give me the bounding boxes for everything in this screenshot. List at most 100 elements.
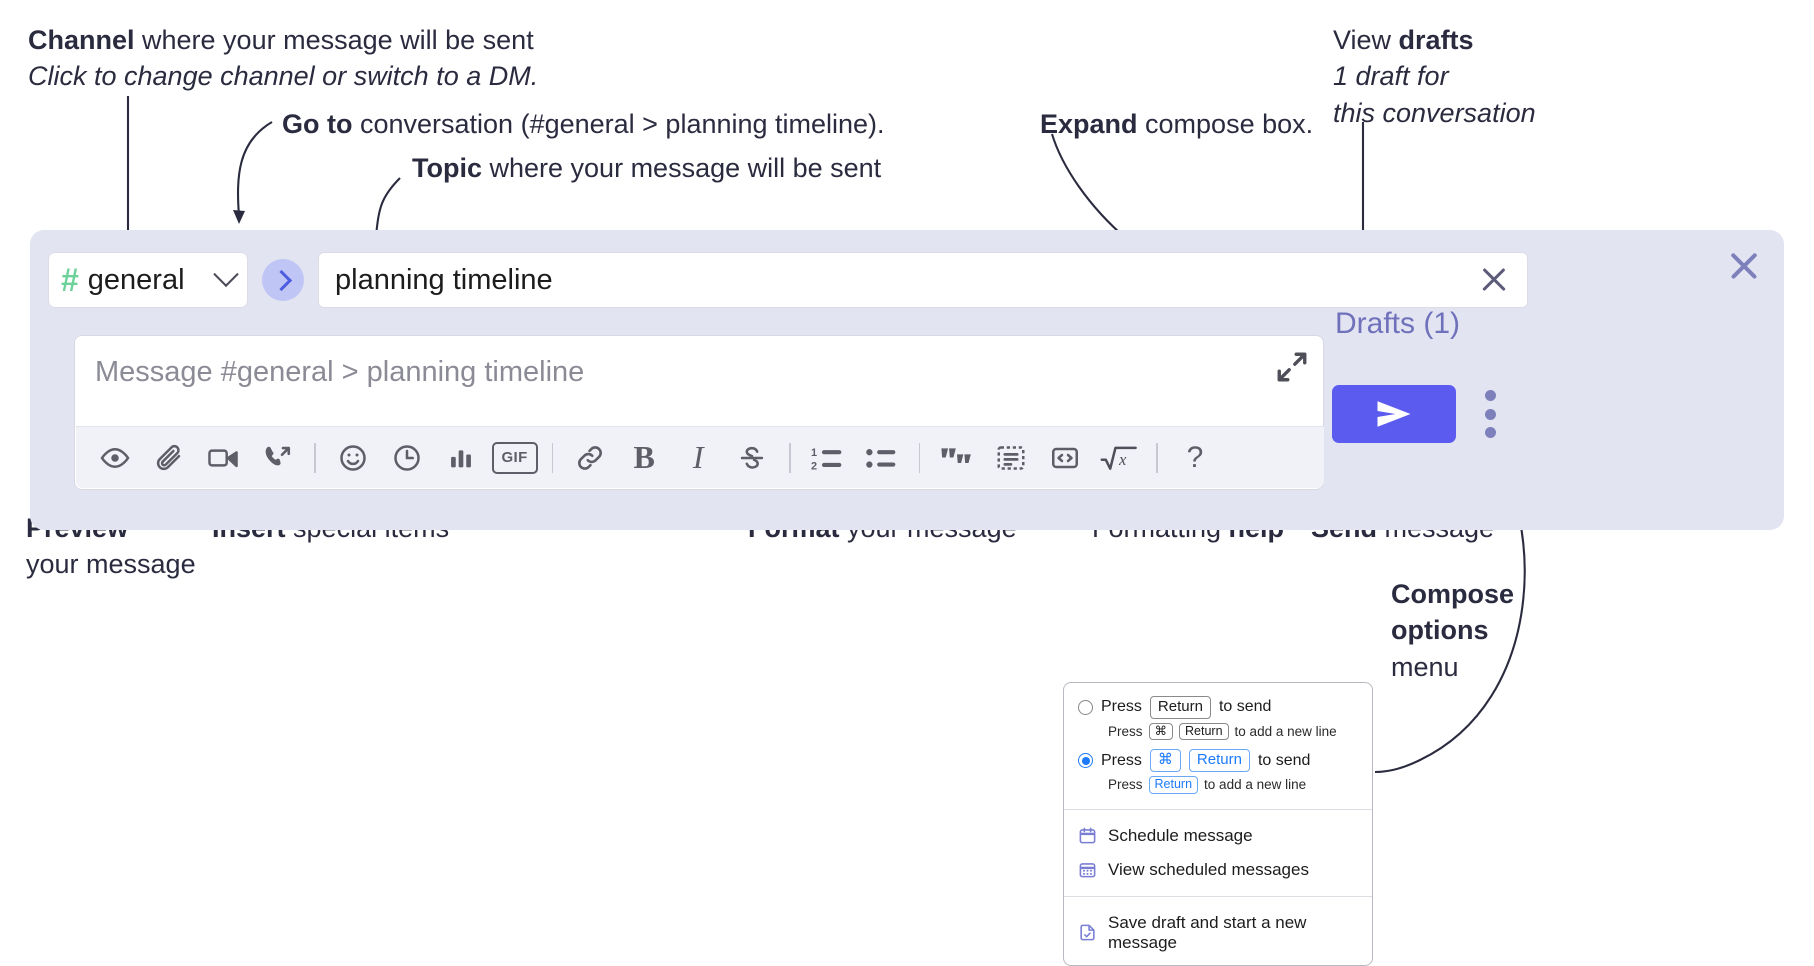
channel-name: general xyxy=(87,263,185,296)
channel-selector[interactable]: # general xyxy=(48,252,248,308)
italic-icon[interactable]: I xyxy=(671,436,725,480)
compose-options-menu: Press Return to send Press ⌘ Return to a… xyxy=(1063,682,1373,966)
kebab-dot xyxy=(1484,408,1496,420)
clear-topic-icon[interactable] xyxy=(1477,263,1511,297)
radio-cmd-return[interactable] xyxy=(1078,753,1093,769)
annotation-drafts-rest: View xyxy=(1333,25,1399,55)
send-option-cmd-return-sub: Press Return to add a new line xyxy=(1064,775,1372,800)
bold-label: B xyxy=(633,439,655,475)
drafts-link[interactable]: Drafts (1) xyxy=(1335,307,1461,340)
key-return: Return xyxy=(1149,696,1211,719)
key-cmd: ⌘ xyxy=(1148,722,1174,741)
annotation-drafts-sub1: 1 draft for xyxy=(1333,61,1449,92)
compose-widget: # general planning timeline Message #gen… xyxy=(30,230,1784,530)
svg-text:1: 1 xyxy=(811,447,817,459)
send-button[interactable] xyxy=(1332,385,1456,443)
compose-options-menu-button[interactable] xyxy=(1480,390,1500,438)
menu-item-label: Save draft and start a new message xyxy=(1108,912,1307,952)
formatting-help-icon[interactable]: ? xyxy=(1168,436,1222,480)
annotation-channel-sub: Click to change channel or switch to a D… xyxy=(28,61,539,92)
hash-icon: # xyxy=(61,262,79,298)
send-option-return-sub: Press ⌘ Return to add a new line xyxy=(1064,722,1372,747)
svg-text:x: x xyxy=(1118,450,1127,469)
option1-tail: to send xyxy=(1218,698,1272,716)
menu-item-label: Schedule message xyxy=(1108,825,1253,845)
code-block-icon[interactable] xyxy=(984,436,1038,480)
phone-arrow-icon[interactable] xyxy=(250,436,304,480)
menu-item-label: View scheduled messages xyxy=(1108,859,1309,879)
annotation-preview-sub: your message xyxy=(26,549,196,580)
menu-item-view-scheduled-messages[interactable]: View scheduled messages xyxy=(1064,853,1372,887)
attach-icon[interactable] xyxy=(142,436,196,480)
poll-icon[interactable] xyxy=(434,436,488,480)
expand-icon[interactable] xyxy=(1275,350,1309,384)
annotation-channel-rest: where your message will be sent xyxy=(134,25,534,55)
topic-input[interactable]: planning timeline xyxy=(318,252,1528,308)
menu-item-schedule-message[interactable]: Schedule message xyxy=(1064,819,1372,853)
send-option-cmd-return[interactable]: Press ⌘ Return to send xyxy=(1064,746,1372,775)
link-icon[interactable] xyxy=(563,436,617,480)
annotation-goto-bold: Go to xyxy=(282,109,353,139)
toolbar-divider xyxy=(918,442,921,473)
option2-sub-tail: to add a new line xyxy=(1204,777,1307,793)
option1-press: Press xyxy=(1101,698,1142,716)
help-label: ? xyxy=(1186,440,1204,474)
bulleted-list-icon[interactable] xyxy=(855,436,909,480)
gif-icon[interactable]: GIF xyxy=(488,436,542,480)
send-option-return[interactable]: Press Return to send xyxy=(1064,693,1372,722)
svg-text:2: 2 xyxy=(811,460,817,471)
annotation-drafts: View drafts 1 draft for this conversatio… xyxy=(1333,22,1536,131)
inline-code-icon[interactable] xyxy=(1038,436,1092,480)
message-box[interactable]: Message #general > planning timeline xyxy=(74,335,1324,490)
kebab-dot xyxy=(1484,390,1496,401)
annotation-compose-options-l1: Compose xyxy=(1391,579,1515,609)
option1-sub-press: Press xyxy=(1108,724,1143,740)
option2-tail: to send xyxy=(1257,751,1311,769)
video-icon[interactable] xyxy=(196,436,250,480)
send-icon xyxy=(1377,401,1411,427)
blockquote-icon[interactable] xyxy=(930,436,984,480)
latex-icon[interactable]: x xyxy=(1092,436,1146,480)
menu-item-save-draft[interactable]: Save draft and start a new message xyxy=(1064,906,1372,965)
calendar-grid-icon xyxy=(1079,863,1096,878)
chevron-down-icon xyxy=(213,261,239,288)
screenshot-root: Channel where your message will be sent … xyxy=(0,0,1814,944)
annotation-expand: Expand compose box. xyxy=(1040,106,1313,142)
annotation-expand-bold: Expand xyxy=(1040,109,1138,139)
annotation-channel: Channel where your message will be sent … xyxy=(28,22,538,95)
toolbar-divider xyxy=(789,442,791,473)
go-to-conversation-button[interactable] xyxy=(262,259,304,301)
annotation-goto-rest: conversation (#general > planning timeli… xyxy=(352,109,885,139)
annotation-topic-bold: Topic xyxy=(412,153,482,183)
compose-header-row: # general planning timeline xyxy=(48,252,1528,308)
annotation-compose-options-l3: menu xyxy=(1391,651,1459,682)
preview-icon[interactable] xyxy=(88,436,142,480)
annotation-compose-options: Compose options menu xyxy=(1391,576,1514,685)
annotation-drafts-bold: drafts xyxy=(1398,25,1474,55)
option2-sub-press: Press xyxy=(1108,777,1143,793)
annotation-goto: Go to conversation (#general > planning … xyxy=(282,106,885,142)
emoji-icon[interactable] xyxy=(326,436,380,480)
clock-icon[interactable] xyxy=(380,436,434,480)
key-return: Return xyxy=(1179,722,1229,741)
radio-return[interactable] xyxy=(1078,699,1093,715)
close-icon[interactable] xyxy=(1726,248,1762,284)
message-input-placeholder: Message #general > planning timeline xyxy=(95,356,585,388)
draft-check-icon xyxy=(1080,924,1095,941)
bold-icon[interactable]: B xyxy=(617,436,671,480)
annotation-drafts-sub2: this conversation xyxy=(1333,97,1536,128)
key-return: Return xyxy=(1188,749,1250,773)
strikethrough-icon[interactable] xyxy=(725,436,779,480)
annotation-expand-rest: compose box. xyxy=(1137,109,1314,139)
annotation-channel-bold: Channel xyxy=(28,25,135,55)
gif-label: GIF xyxy=(491,441,538,474)
calendar-icon xyxy=(1079,827,1096,844)
option1-sub-tail: to add a new line xyxy=(1234,724,1337,740)
annotation-topic-rest: where your message will be sent xyxy=(482,153,882,183)
italic-label: I xyxy=(692,439,704,475)
toolbar-divider xyxy=(1156,442,1158,473)
menu-divider xyxy=(1064,808,1372,810)
annotation-compose-options-l2: options xyxy=(1391,615,1489,646)
